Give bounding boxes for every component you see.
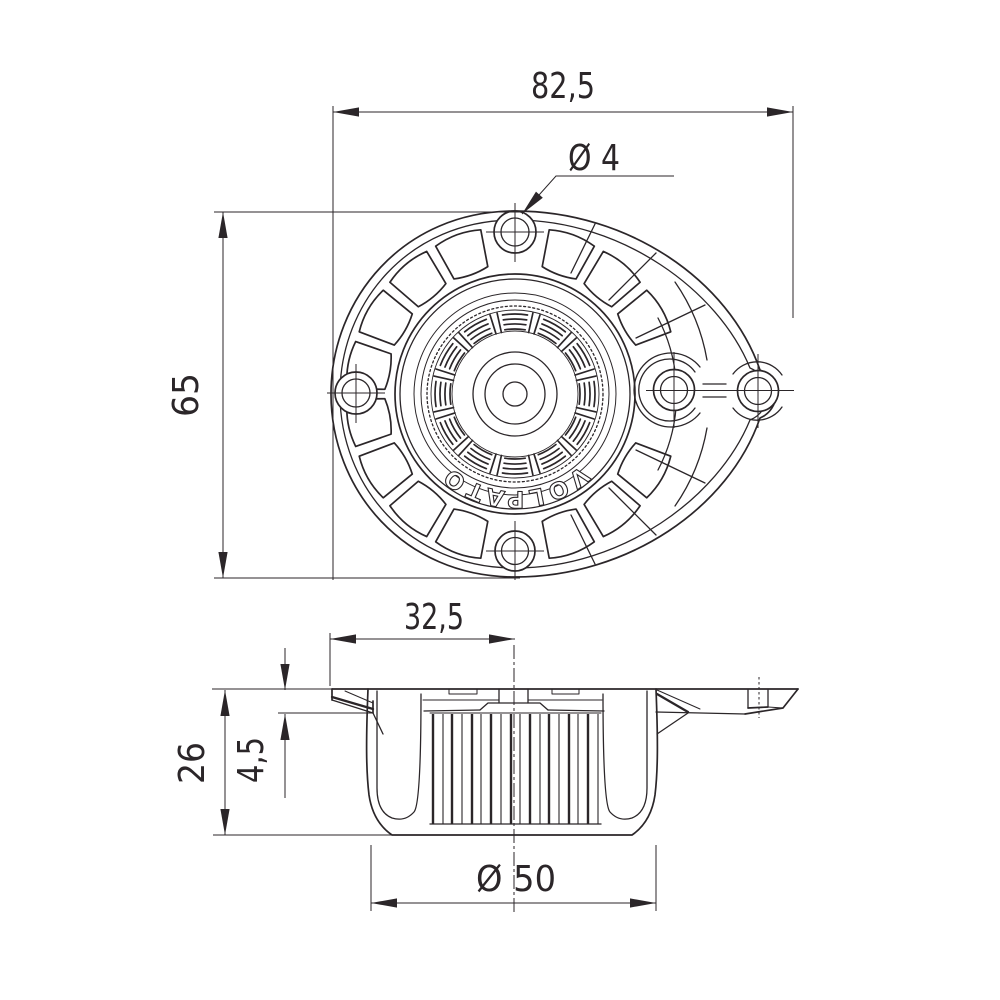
mounting-hole-left: [327, 364, 385, 423]
knurl-ring: [433, 312, 597, 476]
side-view: [212, 645, 799, 912]
dim-flange-4-5: 4,5: [231, 648, 373, 798]
left-hook: [330, 688, 384, 735]
mounting-hole-top: [486, 203, 544, 262]
rib-web: [570, 223, 783, 565]
dim-height-65: 65: [166, 211, 520, 579]
right-tail: [655, 677, 799, 735]
dim-width-label: 82,5: [531, 66, 595, 107]
dim-side-height-label: 26: [172, 742, 213, 784]
dim-cylinder-50: Ø 50: [370, 845, 657, 911]
dim-hole-diameter-4: Ø 4: [518, 138, 674, 218]
dim-side-height-26: 26: [172, 690, 398, 836]
dim-width-82-5: 82,5: [332, 66, 794, 580]
cup-outline: [365, 688, 659, 836]
dim-flange-label: 4,5: [231, 737, 272, 783]
mounting-hole-bottom: [486, 521, 544, 580]
cylinder-ribs: [431, 714, 599, 824]
dim-cylinder-label: Ø 50: [476, 859, 556, 900]
flange-notches: [448, 688, 580, 695]
dim-offset-label: 32,5: [404, 597, 464, 638]
center-boss-circles: [394, 273, 636, 515]
dim-offset-32-5: 32,5: [329, 597, 515, 686]
top-view: VOLPATO: [327, 203, 794, 580]
dim-hole-label: Ø 4: [568, 138, 620, 179]
flange-outline: [330, 210, 777, 578]
dim-height-label: 65: [166, 373, 207, 417]
